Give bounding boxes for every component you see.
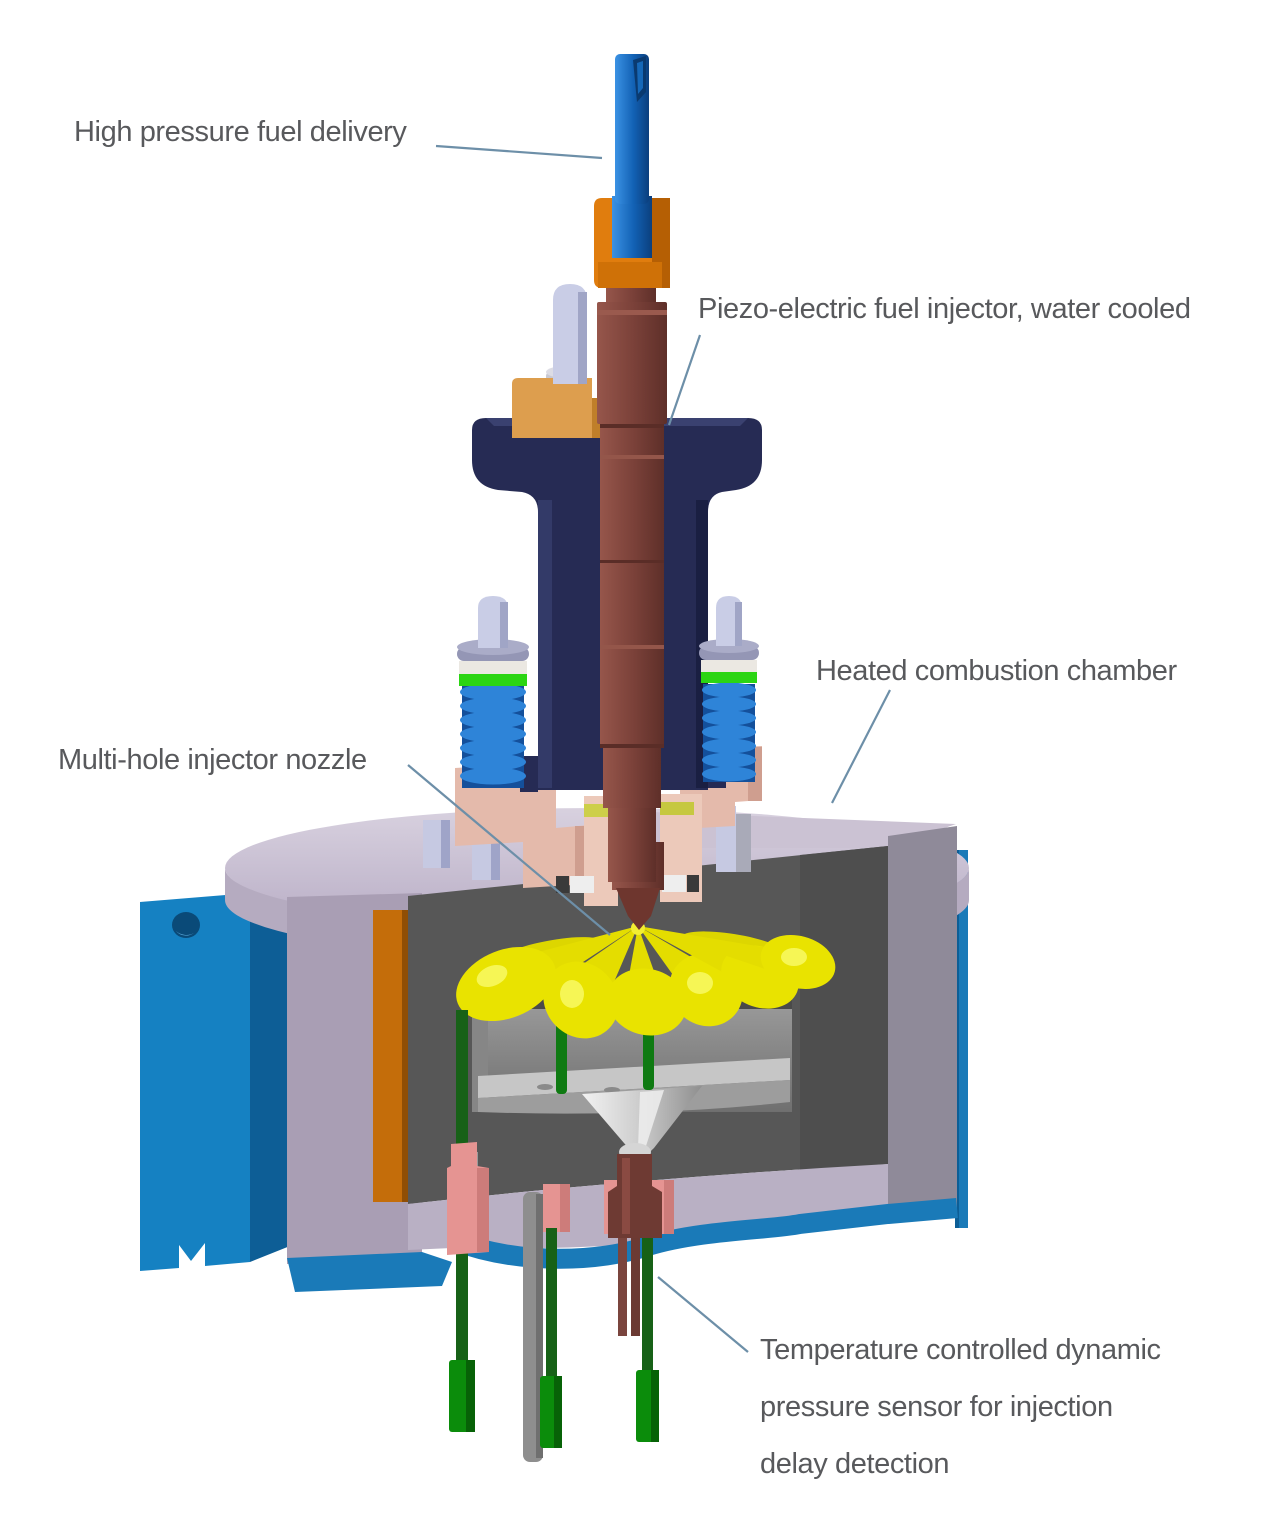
label-injector: Piezo-electric fuel injector, water cool… — [698, 293, 1191, 325]
label-pressure-sensor-line1: Temperature controlled dynamic — [760, 1334, 1161, 1366]
leader-chamber — [831, 689, 891, 804]
label-pressure-sensor-line3: delay detection — [760, 1448, 950, 1480]
inner-chamber — [408, 846, 958, 1269]
leader-nozzle — [407, 764, 611, 936]
label-fuel-delivery: High pressure fuel delivery — [74, 116, 407, 148]
gasket-ring-right — [660, 802, 694, 815]
fuel-spray-plumes — [456, 921, 836, 1039]
leader-sensor — [657, 1276, 749, 1353]
chamber-pins — [556, 1022, 654, 1094]
high-pressure-fuel-pipe — [612, 54, 652, 258]
leader-injector — [667, 334, 702, 426]
sensor-rod-mid — [546, 1228, 557, 1378]
spring-ring-green — [459, 674, 527, 686]
label-pressure-sensor: Temperature controlled dynamic pressure … — [760, 1322, 1161, 1493]
label-chamber: Heated combustion chamber — [816, 655, 1177, 687]
leader-fuel-delivery — [435, 144, 603, 160]
spring-ring-green — [701, 672, 757, 683]
pressure-sensor-assembly — [447, 1010, 674, 1462]
multi-hole-nozzle-tip — [616, 888, 660, 930]
leader-lines — [407, 144, 891, 1353]
bracket-hole — [172, 912, 200, 938]
spring-right — [699, 596, 759, 782]
piezo-injector-body — [597, 252, 667, 882]
thermocouple-rod-b — [631, 1238, 640, 1336]
sensor-rod-right — [642, 1226, 653, 1372]
funnel-drain-stem — [608, 1154, 662, 1238]
label-nozzle: Multi-hole injector nozzle — [58, 744, 367, 776]
thermocouple-rod-a — [618, 1238, 627, 1336]
heater-band-left — [373, 910, 408, 1202]
spring-left — [457, 596, 529, 788]
label-pressure-sensor-line2: pressure sensor for injection — [760, 1391, 1113, 1423]
